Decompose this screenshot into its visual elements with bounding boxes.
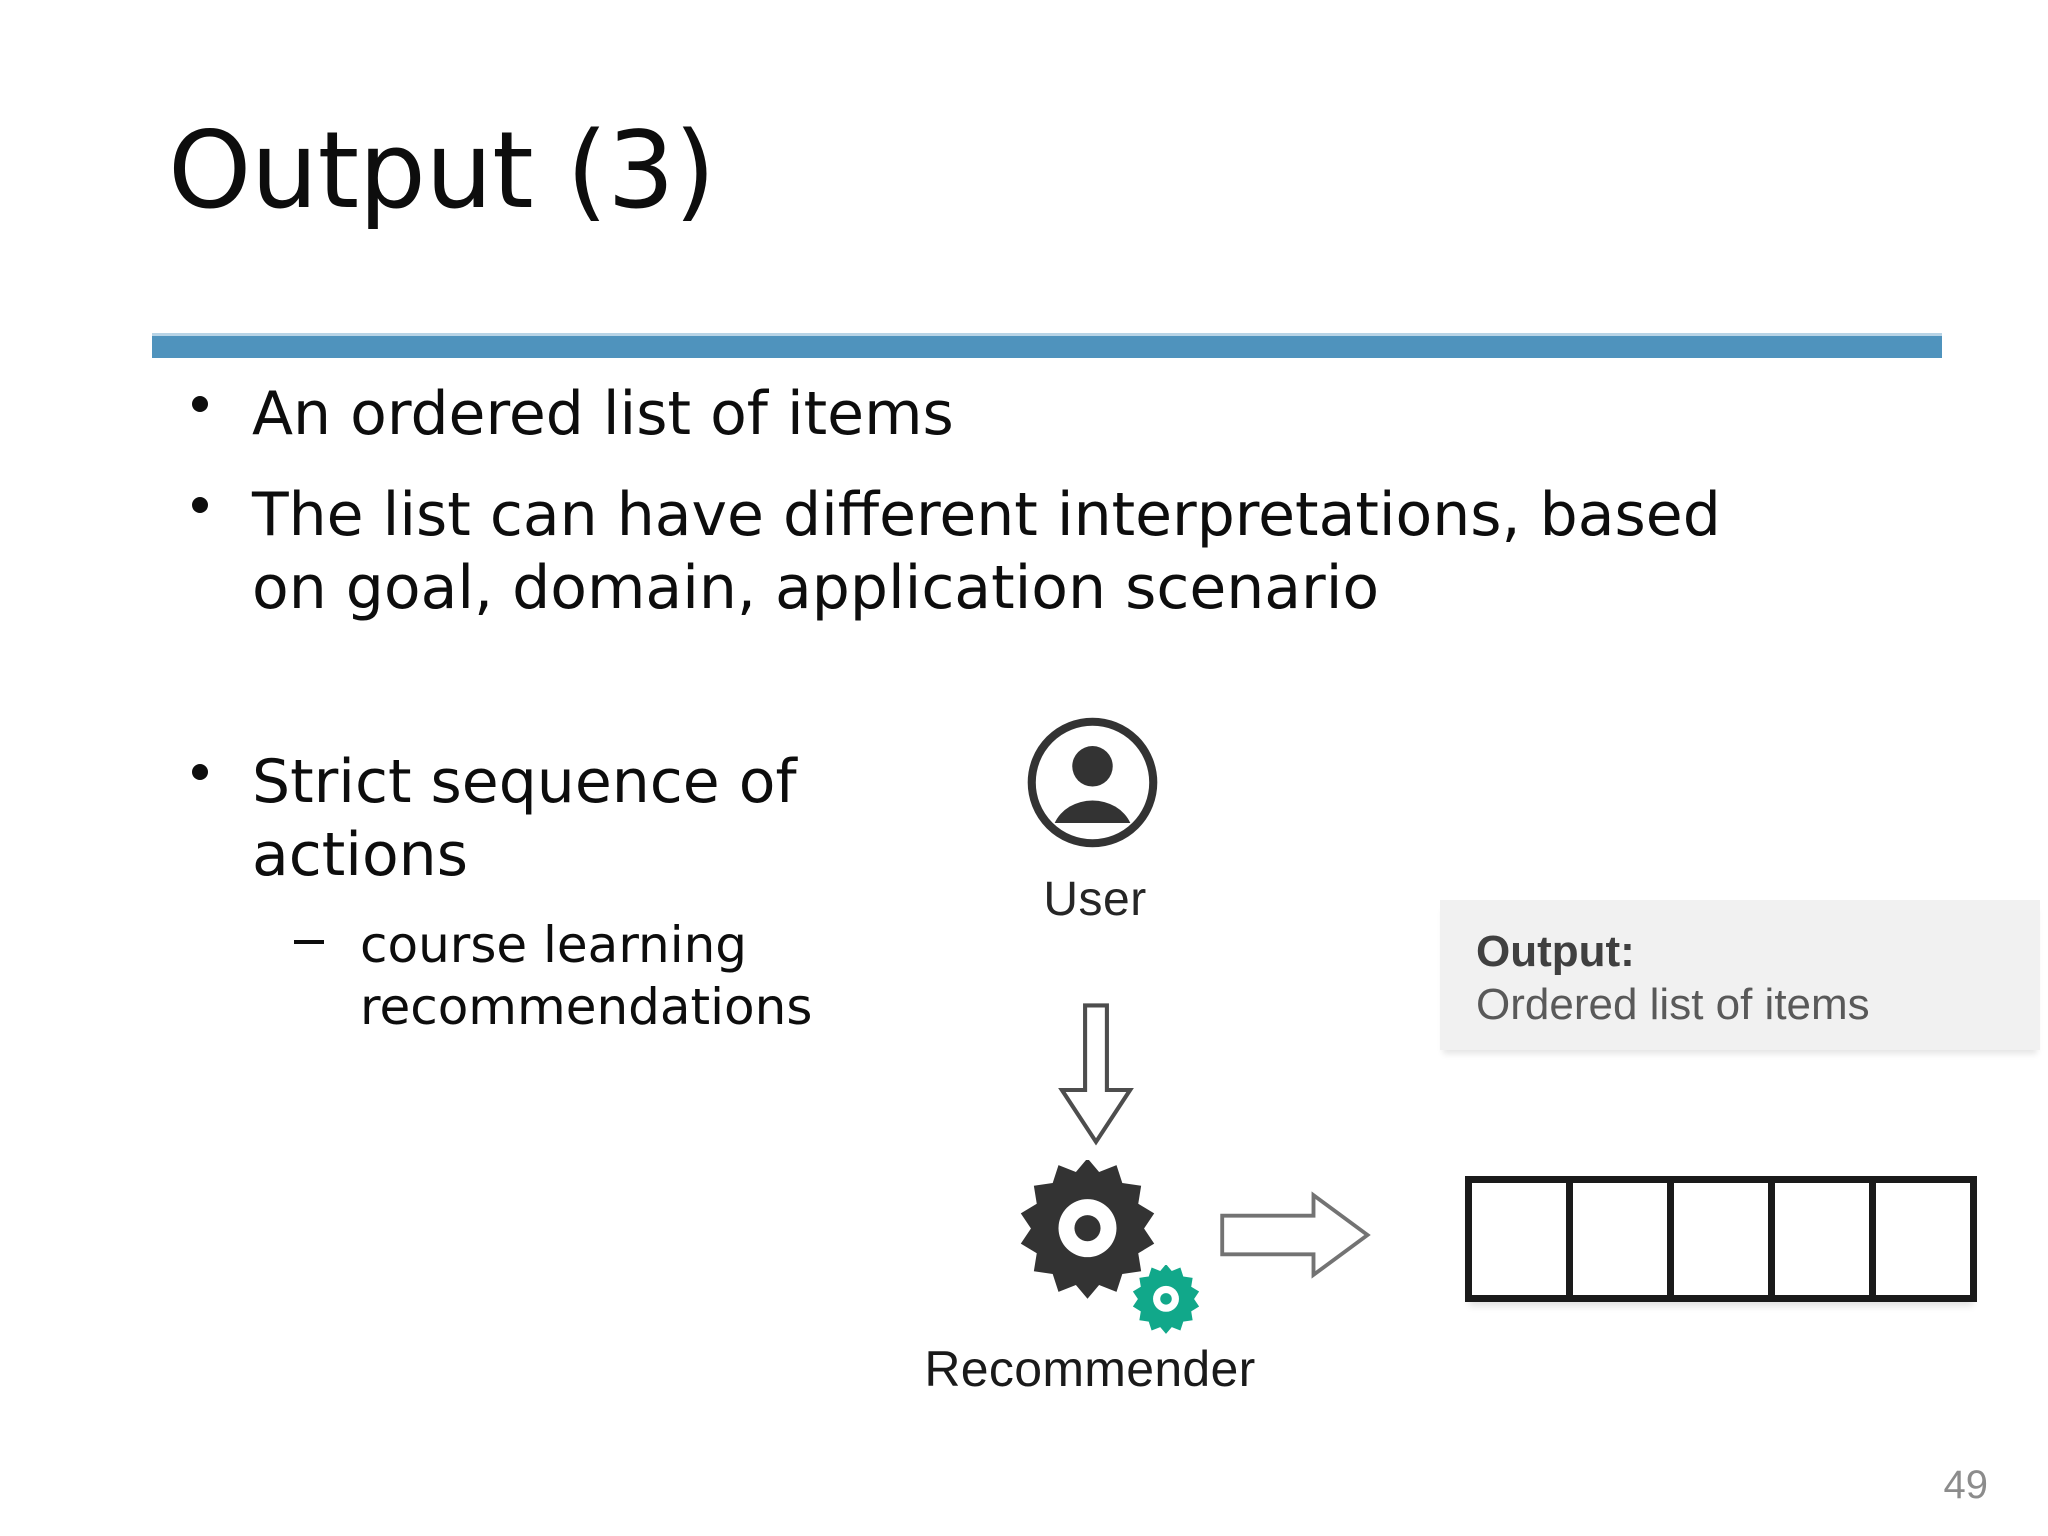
bullet-dot-icon [192, 396, 208, 412]
bullet-item-2-text: The list can have different interpretati… [252, 480, 1721, 624]
user-label: User [1043, 873, 1147, 926]
recommender-label: Recommender [924, 1341, 1256, 1397]
page-number: 49 [1943, 1463, 1989, 1507]
sub-bullet-item-1: course learning recommendations [280, 914, 880, 1038]
list-cell [1465, 1176, 1573, 1302]
dash-bullet-icon [294, 939, 324, 944]
list-cell [1869, 1176, 1977, 1302]
ordered-list-cells [1465, 1176, 1977, 1302]
output-callout-panel: Output: Ordered list of items [1440, 900, 2040, 1050]
sub-bullet-item-1-text: course learning recommendations [360, 915, 813, 1036]
bullet-dot-icon [192, 497, 208, 514]
bullet-item-1-text: An ordered list of items [252, 379, 954, 449]
user-avatar-icon [1025, 715, 1160, 850]
bullet-item-3-text: Strict sequence of actions [252, 746, 797, 890]
bullet-item-3: Strict sequence of actions [170, 746, 872, 892]
title-divider-rule [152, 336, 1942, 358]
recommender-flow-diagram: User [900, 700, 2048, 1500]
gear-small-icon [1130, 1264, 1202, 1337]
gear-icon [1015, 1158, 1160, 1305]
bullet-item-1: An ordered list of items [170, 378, 1452, 451]
bullet-dot-icon [192, 763, 208, 780]
output-callout-title: Output: [1476, 927, 1635, 976]
bullet-item-2: The list can have different interpretati… [170, 479, 1812, 625]
arrow-right-icon [1218, 1190, 1373, 1280]
page-title: Output (3) [168, 109, 716, 232]
list-cell [1768, 1176, 1876, 1302]
bullet-list: An ordered list of items The list can ha… [170, 378, 1830, 1038]
arrow-down-icon [1055, 1000, 1137, 1150]
list-cell [1667, 1176, 1775, 1302]
list-cell [1566, 1176, 1674, 1302]
output-callout-subtitle: Ordered list of items [1476, 979, 1870, 1029]
